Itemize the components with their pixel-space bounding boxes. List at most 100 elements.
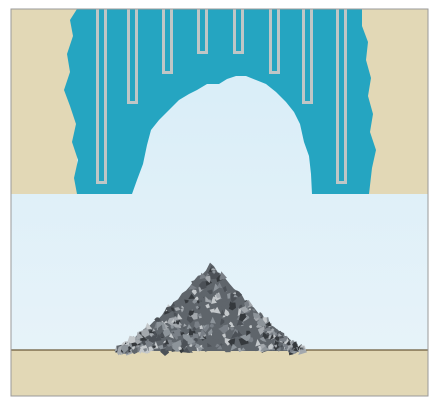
rubble-fragment	[152, 345, 156, 349]
rubble-fragment	[201, 319, 208, 326]
rubble-fragment	[180, 307, 184, 313]
rubble-fragment	[200, 292, 204, 296]
rubble-fragment	[255, 339, 261, 347]
rubble-fragment	[270, 328, 275, 333]
rubble-fragment	[183, 328, 187, 332]
rubble-fragment	[213, 306, 221, 314]
rubble-fragment	[248, 307, 252, 311]
rubble-fragment	[151, 328, 156, 332]
rubble-fragment	[283, 343, 289, 350]
rubble-fragment	[173, 312, 178, 317]
rubble-fragment	[157, 324, 163, 333]
anchor-bolt-core	[305, 9, 310, 101]
rubble-fragment	[221, 324, 229, 335]
rubble-fragment	[199, 325, 204, 330]
rubble-fragment	[176, 313, 183, 320]
rubble-fragment	[273, 344, 278, 348]
rubble-fragment	[193, 337, 198, 342]
rubble-fragment	[188, 284, 198, 290]
rubble-fragment	[222, 313, 226, 318]
rubble-fragment	[163, 328, 172, 338]
rubble-fragment	[244, 300, 250, 309]
rubble-fragment	[221, 344, 231, 353]
rubble-fragment	[205, 303, 210, 309]
rubble-fragment	[173, 321, 176, 324]
rubble-fragment	[300, 347, 304, 350]
rubble-fragment	[178, 321, 183, 326]
rubble-fragment	[183, 323, 187, 327]
rubble-fragment	[127, 335, 136, 344]
rubble-fragment	[274, 336, 280, 341]
rubble-fragment	[205, 275, 211, 284]
anchor-bolt-group	[96, 9, 347, 184]
rubble-fragment	[162, 317, 166, 321]
rubble-fragment	[225, 299, 229, 303]
rubble-fragment	[239, 305, 249, 313]
rubble-fragment	[253, 312, 261, 319]
rubble-fragment	[229, 301, 234, 306]
rubble-fragment	[240, 334, 251, 342]
rubble-fragment	[194, 321, 201, 329]
rubble-fragment	[265, 332, 270, 336]
rubble-fragment	[178, 296, 183, 300]
rubble-fragment	[205, 296, 212, 303]
rubble-pile	[114, 262, 308, 356]
rubble-fragment	[164, 307, 170, 315]
rubble-fragment	[206, 289, 213, 295]
rubble-fragment	[293, 341, 299, 349]
rubble-fragment	[223, 308, 230, 317]
rubble-fragment	[182, 347, 191, 353]
rubble-fragment	[291, 347, 294, 350]
rubble-fragment	[200, 324, 210, 333]
rubble-fragment	[248, 337, 254, 343]
rubble-fragment	[121, 344, 129, 354]
rubble-fragment	[151, 334, 159, 342]
rubble-fragment	[142, 332, 147, 337]
rubble-fragment	[238, 330, 243, 338]
rubble-fragment	[219, 271, 227, 281]
rubble-fragment	[210, 265, 215, 269]
rubble-fragment	[167, 317, 176, 327]
rubble-fragment	[258, 318, 264, 322]
rubble-fragment	[132, 345, 135, 350]
rubble-fragment	[216, 293, 221, 299]
rubble-fragment	[260, 343, 266, 350]
rubble-fragment	[203, 347, 210, 352]
rubble-fragment	[255, 322, 263, 329]
rubble-fragment	[143, 348, 147, 352]
rubble-fragment	[230, 323, 235, 328]
rubble-fragment	[259, 336, 267, 343]
rubble-fragment	[198, 316, 203, 319]
rubble-fragment	[293, 346, 299, 352]
rubble-fragment	[136, 331, 144, 340]
rubble-fragment	[188, 293, 196, 299]
rock-mass-left	[11, 9, 77, 194]
rubble-fragment	[194, 343, 201, 349]
anchor-bolt-core	[236, 9, 241, 51]
rubble-fragment	[246, 311, 254, 316]
rubble-fragment	[174, 307, 181, 312]
rubble-fragment	[215, 343, 220, 348]
rubble-fragment	[171, 329, 181, 338]
rubble-fragment	[265, 324, 269, 329]
rubble-fragment	[279, 332, 284, 339]
rubble-fragment	[262, 325, 272, 332]
rubble-fragment	[220, 309, 226, 316]
rubble-fragment	[228, 321, 234, 326]
rubble-fragment	[210, 268, 217, 271]
rubble-fragment	[239, 313, 247, 322]
rubble-fragment	[210, 316, 216, 324]
anchor-bolt-core	[339, 9, 344, 181]
rubble-fragment	[198, 347, 203, 352]
rubble-fragment	[196, 299, 200, 304]
rubble-fragment	[208, 328, 213, 336]
rubble-fragment	[169, 332, 174, 339]
rubble-fragment	[257, 326, 265, 335]
rubble-fragment	[252, 308, 256, 312]
rubble-fragment	[298, 345, 308, 355]
rubble-fragment	[174, 336, 179, 340]
rubble-fragment	[191, 279, 199, 289]
rubble-fragment	[164, 339, 170, 345]
anchor-bolt-core	[200, 9, 205, 51]
rubble-fragment	[184, 299, 189, 304]
